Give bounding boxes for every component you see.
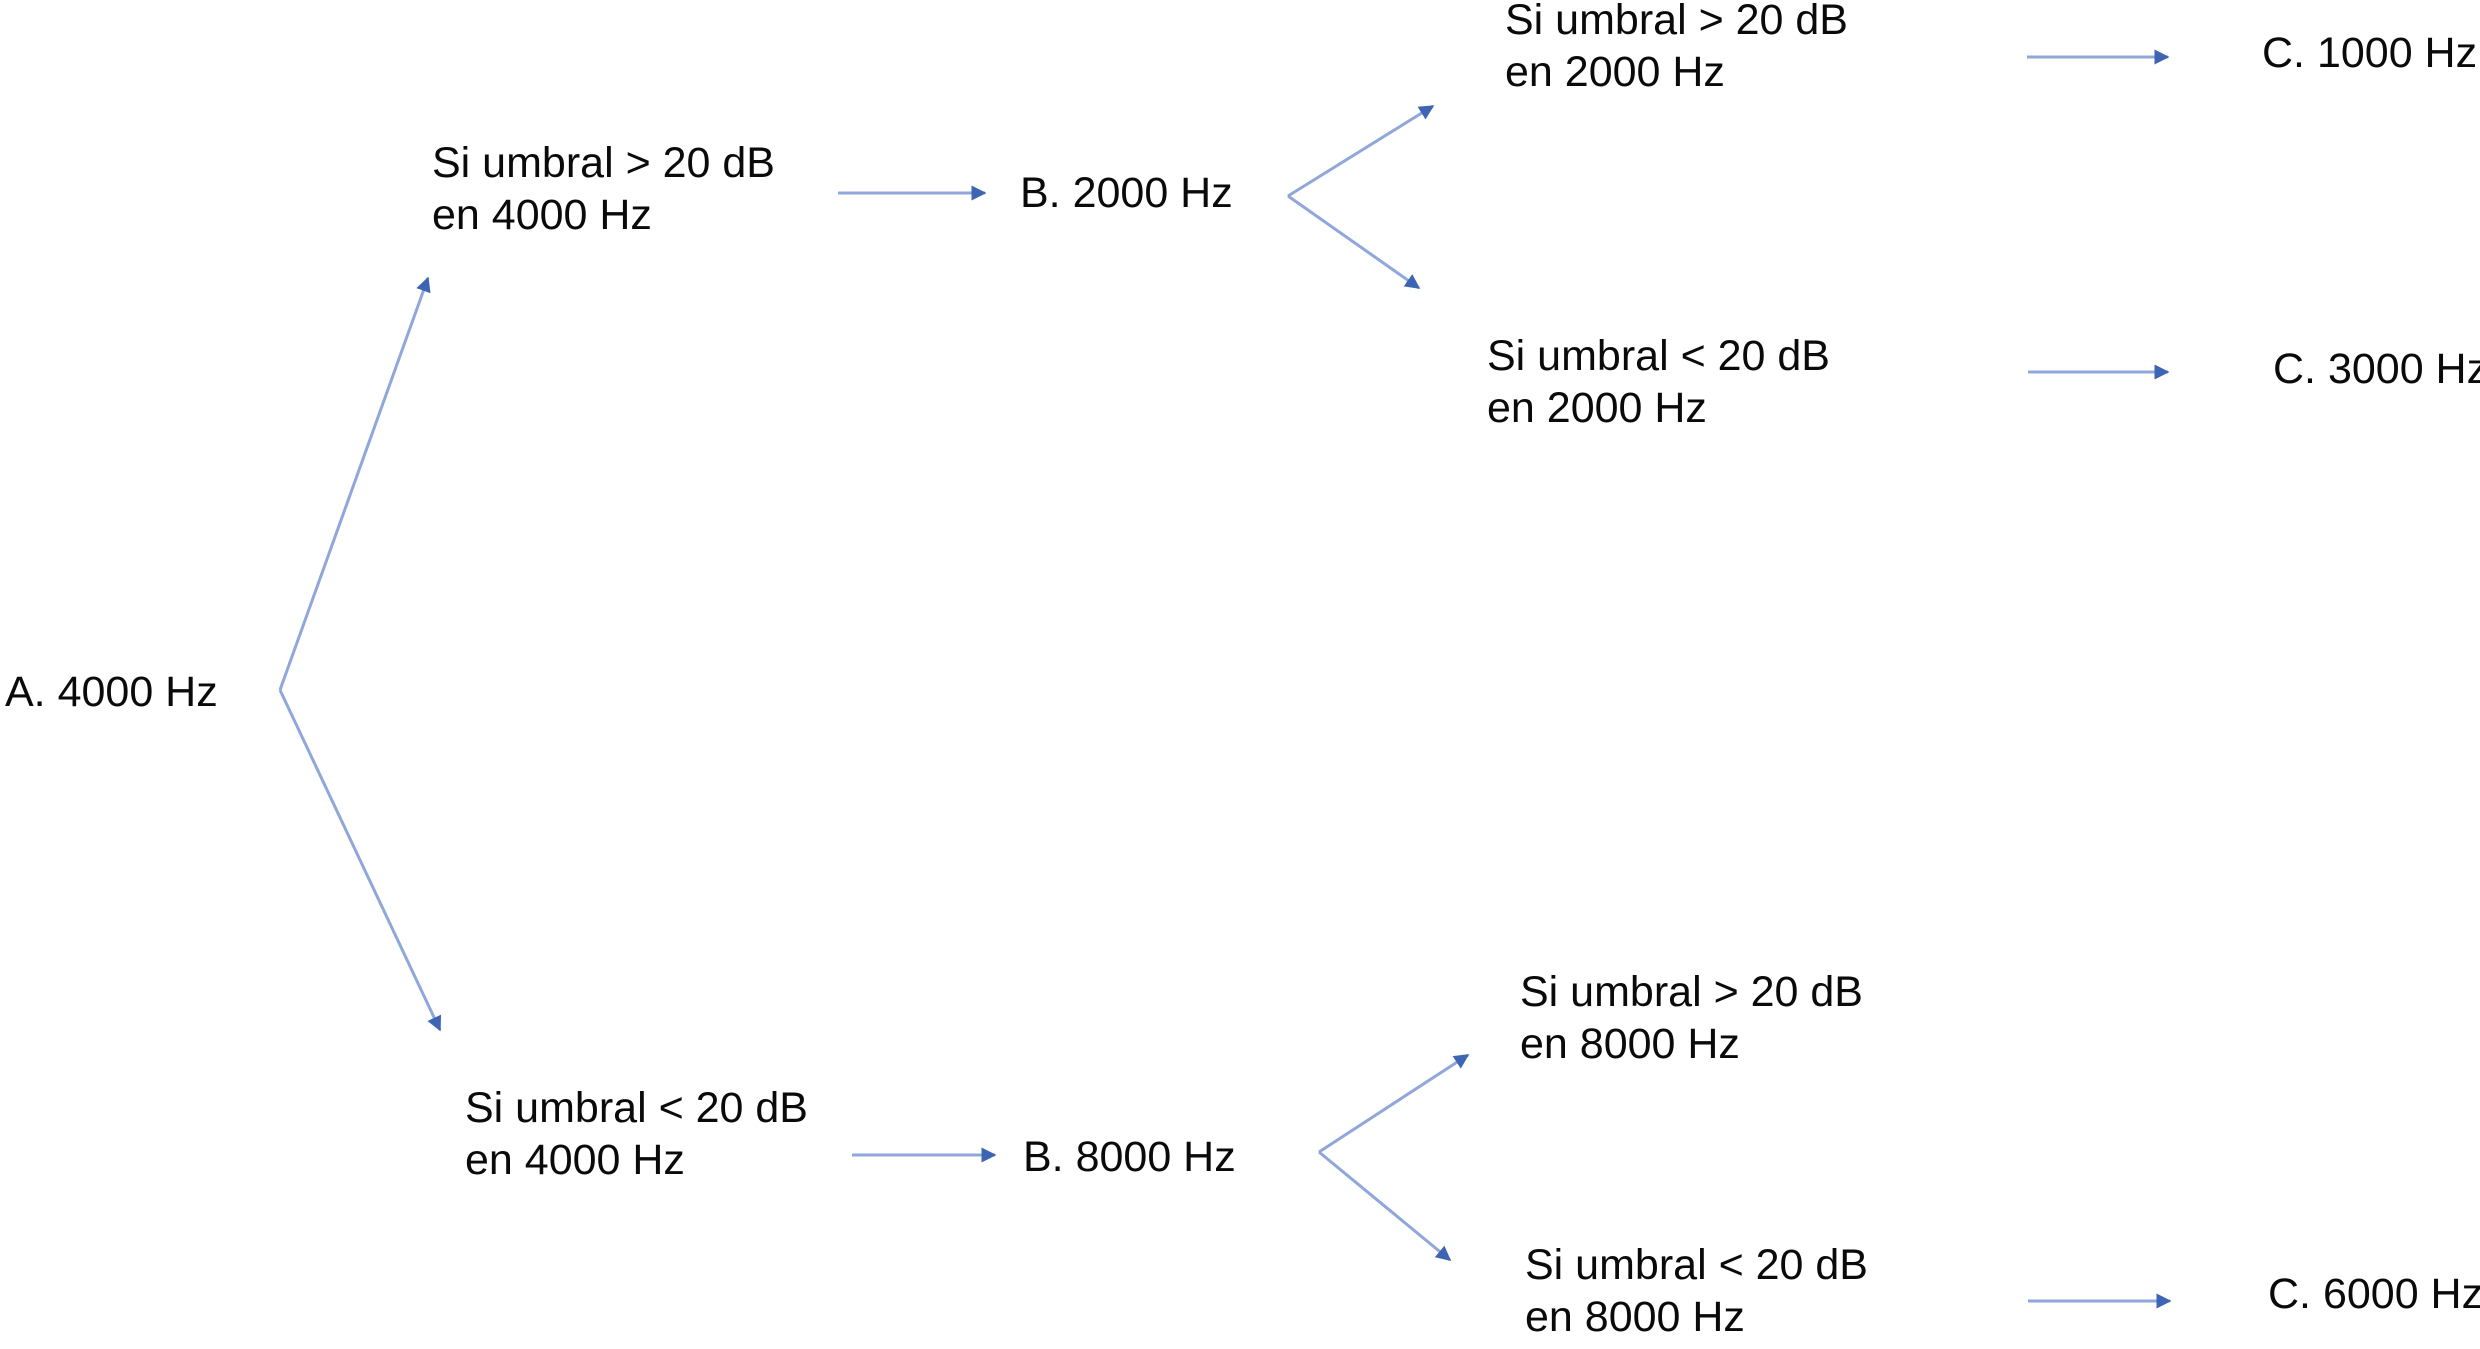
arrow-b2000-to-gt2000 <box>1287 104 1435 198</box>
cond-gt-8000-line1: Si umbral > 20 dB <box>1520 968 1863 1016</box>
node-b-8000: B. 8000 Hz <box>1023 1133 1236 1181</box>
cond-gt-2000-line1: Si umbral > 20 dB <box>1505 0 1848 44</box>
cond-gt-4000-line2: en 4000 Hz <box>432 191 652 239</box>
cond-lt-4000-line2: en 4000 Hz <box>465 1136 685 1184</box>
cond-lt-2000-line1: Si umbral < 20 dB <box>1487 332 1830 380</box>
node-c-1000: C. 1000 Hz <box>2262 29 2478 77</box>
cond-gt-2000: Si umbral > 20 dB en 2000 Hz <box>1505 0 1848 98</box>
node-a-4000: A. 4000 Hz <box>5 668 218 716</box>
cond-lt-8000: Si umbral < 20 dB en 8000 Hz <box>1525 1239 1868 1343</box>
arrow-b8000-to-lt8000 <box>1318 1150 1452 1262</box>
node-c-6000: C. 6000 Hz <box>2268 1270 2480 1318</box>
cond-gt-8000-line2: en 8000 Hz <box>1520 1020 1740 1068</box>
cond-lt-2000: Si umbral < 20 dB en 2000 Hz <box>1487 330 1830 434</box>
cond-gt-2000-line2: en 2000 Hz <box>1505 48 1725 96</box>
cond-lt-4000: Si umbral < 20 dB en 4000 Hz <box>465 1082 808 1186</box>
cond-lt-8000-line2: en 8000 Hz <box>1525 1293 1745 1341</box>
arrow-b2000-to-lt2000 <box>1287 194 1421 290</box>
cond-gt-4000: Si umbral > 20 dB en 4000 Hz <box>432 137 775 241</box>
arrow-a4000-to-gt4000 <box>278 276 431 691</box>
arrow-b8000-to-gt8000 <box>1318 1053 1470 1154</box>
cond-lt-4000-line1: Si umbral < 20 dB <box>465 1084 808 1132</box>
cond-gt-8000: Si umbral > 20 dB en 8000 Hz <box>1520 966 1863 1070</box>
cond-gt-4000-line1: Si umbral > 20 dB <box>432 139 775 187</box>
node-b-2000: B. 2000 Hz <box>1020 169 1233 217</box>
cond-lt-8000-line1: Si umbral < 20 dB <box>1525 1241 1868 1289</box>
arrow-a4000-to-lt4000 <box>278 689 442 1032</box>
cond-lt-2000-line2: en 2000 Hz <box>1487 384 1707 432</box>
node-c-3000: C. 3000 Hz <box>2273 345 2480 393</box>
